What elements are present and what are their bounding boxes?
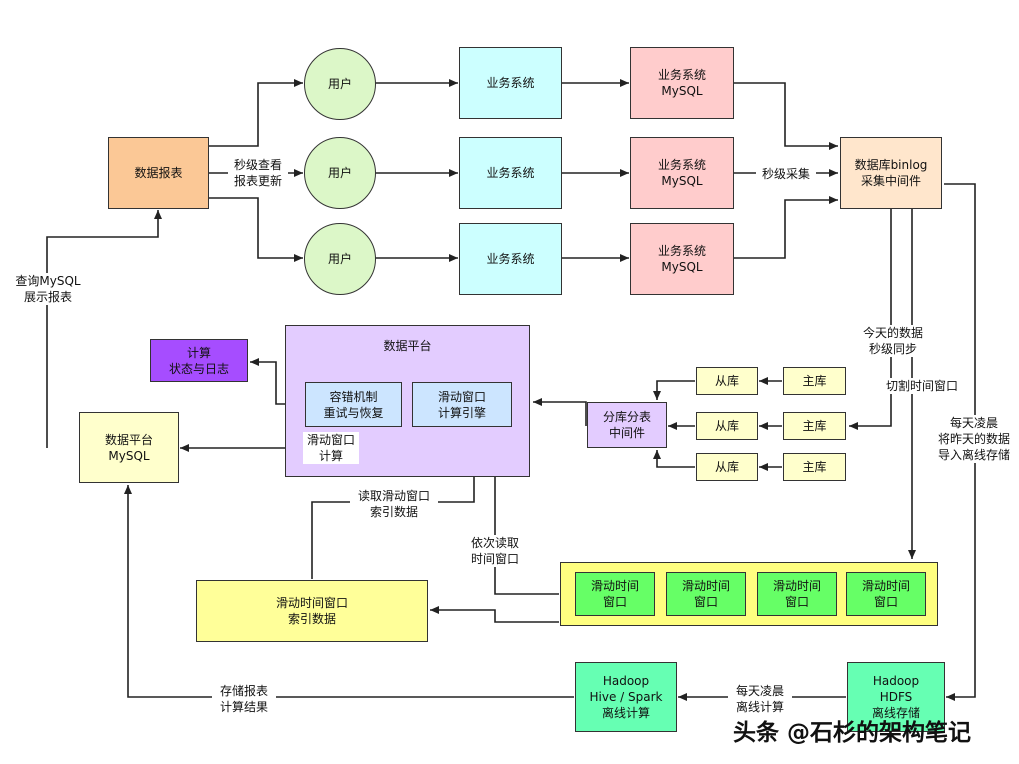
arrow-mysql-report <box>46 210 162 448</box>
arrow-report-user1 <box>208 79 303 147</box>
arrow-binlog-master <box>849 208 892 430</box>
arrow-window-engine <box>491 428 559 595</box>
biz-mysql-3: 业务系统 MySQL <box>630 223 734 295</box>
sliding-window-4: 滑动时间 窗口 <box>846 572 926 616</box>
replica-box-1: 从库 <box>696 367 758 395</box>
label-cut-window: 切割时间窗口 <box>880 378 964 394</box>
label-read-index: 读取滑动窗口 索引数据 <box>350 488 438 520</box>
hadoop-spark-box: Hadoop Hive / Spark 离线计算 <box>575 662 677 732</box>
arrow-spark-mysql <box>124 485 574 698</box>
fault-tolerance-box: 容错机制 重试与恢复 <box>305 382 402 427</box>
label-nightly-calc: 每天凌晨 离线计算 <box>728 683 792 715</box>
label-nightly-import: 每天凌晨 将昨天的数据 导入离线存储 <box>932 415 1016 463</box>
arrow-replica1-shard <box>653 380 695 400</box>
user-node-2: 用户 <box>304 137 376 209</box>
arrow-shard-platform <box>533 398 587 426</box>
arrow-mysql1-binlog <box>733 82 838 150</box>
platform-mysql-box: 数据平台 MySQL <box>79 412 179 483</box>
label-sliding-calc: 滑动窗口 计算 <box>303 432 359 464</box>
master-box-1: 主库 <box>783 367 846 395</box>
sliding-index-box: 滑动时间窗口 索引数据 <box>196 580 428 642</box>
label-realtime-view: 秒级查看 报表更新 <box>228 157 288 189</box>
arrow-replica3-shard <box>653 450 695 468</box>
biz-system-2: 业务系统 <box>459 137 562 209</box>
label-today-sync: 今天的数据 秒级同步 <box>857 325 929 357</box>
sliding-window-2: 滑动时间 窗口 <box>666 572 746 616</box>
biz-mysql-1: 业务系统 MySQL <box>630 47 734 119</box>
arrow-window-index <box>430 606 559 623</box>
data-platform-title: 数据平台 <box>383 339 432 353</box>
biz-mysql-2: 业务系统 MySQL <box>630 137 734 209</box>
compute-log-box: 计算 状态与日志 <box>150 339 248 382</box>
sliding-window-engine: 滑动窗口 计算引擎 <box>412 382 512 427</box>
label-store-result: 存储报表 计算结果 <box>212 683 276 715</box>
user-node-3: 用户 <box>304 223 376 295</box>
label-query-mysql: 查询MySQL 展示报表 <box>10 273 86 305</box>
label-second-collect: 秒级采集 <box>756 166 816 182</box>
sliding-window-3: 滑动时间 窗口 <box>757 572 837 616</box>
sliding-window-1: 滑动时间 窗口 <box>575 572 655 616</box>
biz-system-3: 业务系统 <box>459 223 562 295</box>
replica-box-3: 从库 <box>696 453 758 481</box>
report-box: 数据报表 <box>108 137 209 209</box>
arrow-report-user3 <box>208 197 303 262</box>
label-read-window: 依次读取 时间窗口 <box>465 535 525 567</box>
shard-middleware-box: 分库分表 中间件 <box>587 402 667 448</box>
arrow-mysql3-binlog <box>733 196 838 259</box>
replica-box-2: 从库 <box>696 412 758 440</box>
watermark-text: 头条 @石杉的架构笔记 <box>733 720 972 746</box>
user-node-1: 用户 <box>304 48 376 120</box>
biz-system-1: 业务系统 <box>459 47 562 119</box>
hadoop-hdfs-box: Hadoop HDFS 离线存储 <box>847 662 945 732</box>
master-box-2: 主库 <box>783 412 846 440</box>
binlog-middleware: 数据库binlog 采集中间件 <box>840 137 942 209</box>
master-box-3: 主库 <box>783 453 846 481</box>
